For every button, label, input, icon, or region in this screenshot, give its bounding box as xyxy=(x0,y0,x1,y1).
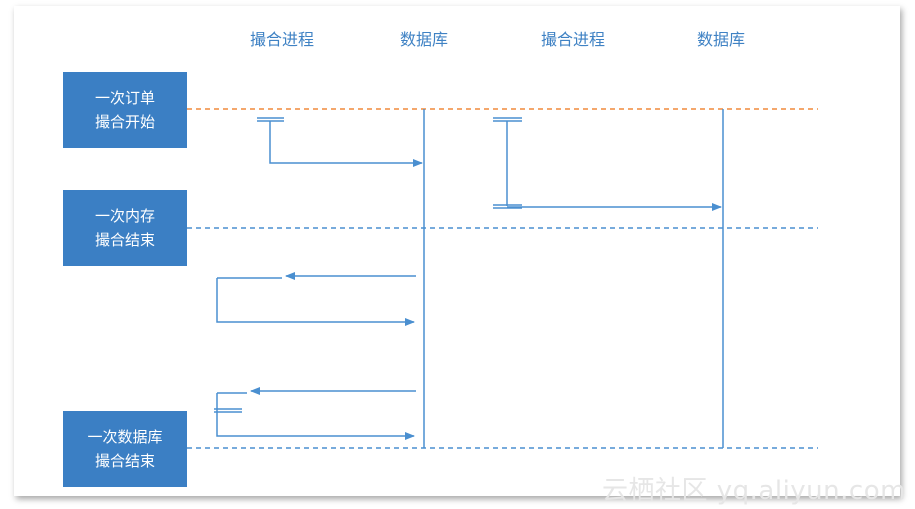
phase-label-line1: 一次数据库 xyxy=(87,428,163,446)
phase-box-db-end: 一次数据库 撮合结束 xyxy=(63,411,187,487)
phase-box-memory-end: 一次内存 撮合结束 xyxy=(63,190,187,266)
header-match-process-1: 撮合进程 xyxy=(249,30,315,49)
phase-box-order-start: 一次订单 撮合开始 xyxy=(63,72,187,148)
loop-write-arrow xyxy=(216,393,415,440)
phase-label-line1: 一次订单 xyxy=(94,89,155,107)
header-match-process-2: 撮合进程 xyxy=(540,30,606,49)
header-database-2: 数据库 xyxy=(696,30,746,49)
header-database-1: 数据库 xyxy=(399,30,449,49)
phase-label-line1: 一次内存 xyxy=(94,207,155,225)
phase-label-line2: 撮合开始 xyxy=(94,113,155,131)
loop-write-arrow xyxy=(216,278,415,326)
phase-label-line2: 撮合结束 xyxy=(94,231,155,249)
phase-label-line2: 撮合结束 xyxy=(94,452,155,470)
watermark-text: 云栖社区 yq.aliyun.com xyxy=(602,476,906,506)
order-write-arrow xyxy=(269,121,423,167)
